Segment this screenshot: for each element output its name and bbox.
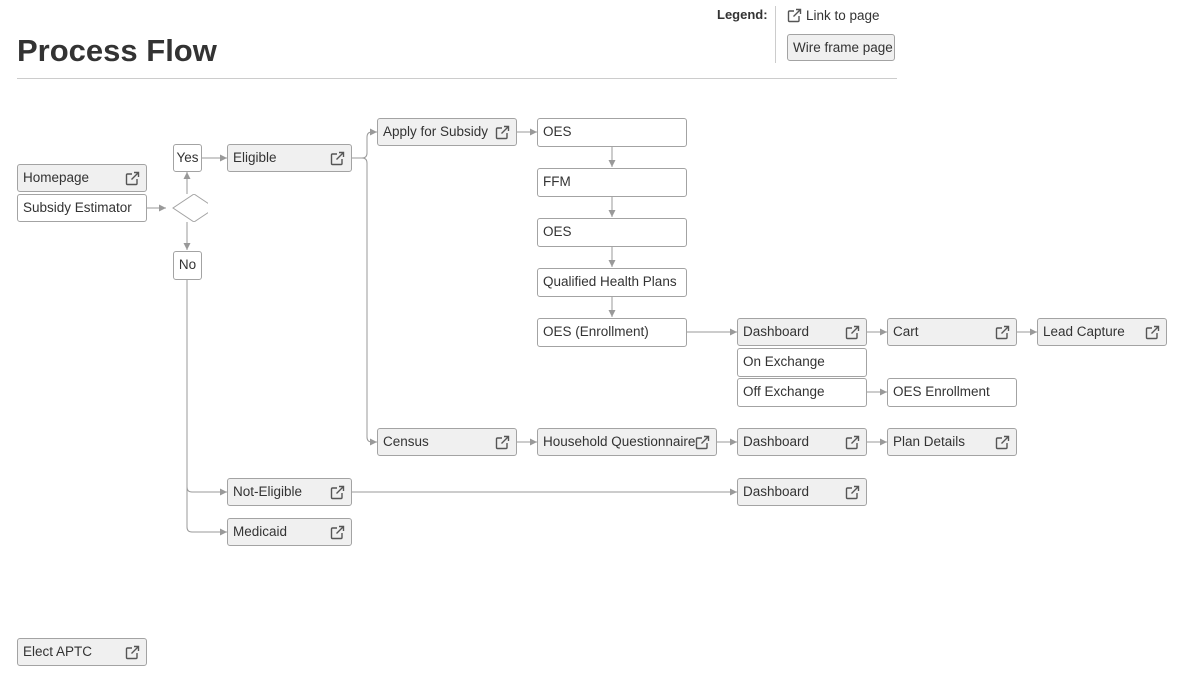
node-eligible[interactable]: Eligible bbox=[227, 144, 352, 172]
node-oes-1-label: OES bbox=[543, 124, 572, 139]
node-census[interactable]: Census bbox=[377, 428, 517, 456]
decision-diamond bbox=[172, 194, 208, 222]
title-divider bbox=[17, 78, 897, 79]
node-qualified-health-plans[interactable]: Qualified Health Plans bbox=[537, 268, 687, 297]
node-qualified-health-plans-label: Qualified Health Plans bbox=[543, 274, 677, 289]
node-cart[interactable]: Cart bbox=[887, 318, 1017, 346]
external-link-icon[interactable] bbox=[330, 151, 345, 166]
node-census-label: Census bbox=[383, 434, 429, 449]
external-link-icon[interactable] bbox=[995, 325, 1010, 340]
node-cart-label: Cart bbox=[893, 324, 919, 339]
node-apply-for-subsidy[interactable]: Apply for Subsidy bbox=[377, 118, 517, 146]
node-elect-aptc-label: Elect APTC bbox=[23, 644, 93, 659]
external-link-icon[interactable] bbox=[125, 645, 140, 660]
legend-label: Legend: bbox=[717, 7, 768, 22]
node-homepage[interactable]: Homepage bbox=[17, 164, 147, 192]
node-ffm-label: FFM bbox=[543, 174, 571, 189]
legend-wire-frame-page: Wire frame page bbox=[787, 34, 895, 61]
legend-link-to-page-label: Link to page bbox=[806, 7, 880, 23]
edge-eligible-apply bbox=[352, 128, 377, 159]
node-medicaid[interactable]: Medicaid bbox=[227, 518, 352, 546]
node-household-questionnaire[interactable]: Household Questionnaire bbox=[537, 428, 717, 456]
node-medicaid-label: Medicaid bbox=[233, 524, 288, 539]
external-link-icon[interactable] bbox=[845, 485, 860, 500]
node-oes-enrollment-2-label: OES Enrollment bbox=[893, 384, 990, 399]
edge-eligible-census bbox=[361, 157, 377, 446]
node-eligible-label: Eligible bbox=[233, 150, 277, 165]
node-dashboard-3-label: Dashboard bbox=[743, 484, 810, 499]
node-dashboard-1[interactable]: Dashboard bbox=[737, 318, 867, 346]
node-dashboard-2-label: Dashboard bbox=[743, 434, 810, 449]
external-link-icon[interactable] bbox=[1145, 325, 1160, 340]
node-plan-details[interactable]: Plan Details bbox=[887, 428, 1017, 456]
node-household-questionnaire-label: Household Questionnaire bbox=[543, 434, 696, 449]
node-lead-capture-label: Lead Capture bbox=[1043, 324, 1125, 339]
node-yes-label: Yes bbox=[176, 150, 199, 165]
node-off-exchange-label: Off Exchange bbox=[743, 384, 825, 399]
external-link-icon[interactable] bbox=[330, 525, 345, 540]
external-link-icon[interactable] bbox=[845, 435, 860, 450]
node-oes-enrollment-label: OES (Enrollment) bbox=[543, 324, 649, 339]
node-oes-enrollment-2[interactable]: OES Enrollment bbox=[887, 378, 1017, 407]
node-oes-1[interactable]: OES bbox=[537, 118, 687, 147]
node-off-exchange[interactable]: Off Exchange bbox=[737, 378, 867, 407]
external-link-icon[interactable] bbox=[695, 435, 710, 450]
external-link-icon bbox=[787, 8, 802, 23]
external-link-icon[interactable] bbox=[995, 435, 1010, 450]
legend-divider bbox=[775, 6, 776, 63]
node-oes-2[interactable]: OES bbox=[537, 218, 687, 247]
node-elect-aptc[interactable]: Elect APTC bbox=[17, 638, 147, 666]
node-plan-details-label: Plan Details bbox=[893, 434, 966, 449]
external-link-icon[interactable] bbox=[125, 171, 140, 186]
legend-link-to-page: Link to page bbox=[787, 6, 880, 24]
node-no: No bbox=[173, 251, 202, 280]
node-ffm[interactable]: FFM bbox=[537, 168, 687, 197]
node-yes: Yes bbox=[173, 144, 202, 172]
node-homepage-label: Homepage bbox=[23, 170, 90, 185]
node-not-eligible-label: Not-Eligible bbox=[233, 484, 303, 499]
node-dashboard-3[interactable]: Dashboard bbox=[737, 478, 867, 506]
node-dashboard-2[interactable]: Dashboard bbox=[737, 428, 867, 456]
external-link-icon[interactable] bbox=[330, 485, 345, 500]
node-on-exchange-label: On Exchange bbox=[743, 354, 825, 369]
node-apply-for-subsidy-label: Apply for Subsidy bbox=[383, 124, 489, 139]
node-not-eligible[interactable]: Not-Eligible bbox=[227, 478, 352, 506]
node-no-label: No bbox=[178, 257, 197, 272]
node-on-exchange[interactable]: On Exchange bbox=[737, 348, 867, 377]
node-oes-enrollment[interactable]: OES (Enrollment) bbox=[537, 318, 687, 347]
page-title: Process Flow bbox=[17, 33, 217, 68]
edge-no-noteligible bbox=[186, 280, 227, 496]
node-lead-capture[interactable]: Lead Capture bbox=[1037, 318, 1167, 346]
external-link-icon[interactable] bbox=[495, 435, 510, 450]
external-link-icon[interactable] bbox=[495, 125, 510, 140]
node-subsidy-estimator-label: Subsidy Estimator bbox=[23, 200, 132, 215]
edge-no-medicaid bbox=[186, 487, 227, 536]
node-dashboard-1-label: Dashboard bbox=[743, 324, 810, 339]
external-link-icon[interactable] bbox=[845, 325, 860, 340]
node-subsidy-estimator[interactable]: Subsidy Estimator bbox=[17, 194, 147, 222]
node-oes-2-label: OES bbox=[543, 224, 572, 239]
